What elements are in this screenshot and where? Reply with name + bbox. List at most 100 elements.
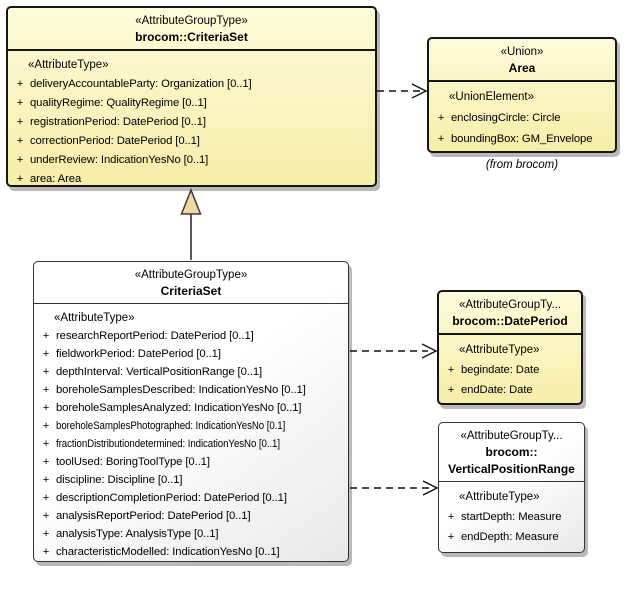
visibility-plus: + (42, 456, 50, 468)
class-header: «AttributeGroupTy... brocom:: VerticalPo… (439, 423, 584, 482)
dependency-arrow-area[interactable] (377, 83, 428, 99)
section-label: «AttributeType» (459, 344, 540, 356)
attribute-row: + fieldworkPeriod: DatePeriod [0..1] (36, 345, 346, 363)
attribute-row: + area: Area (10, 170, 373, 189)
attribute-text: endDate: Date (461, 384, 533, 396)
visibility-plus: + (42, 474, 50, 486)
attribute-row: + boreholeSamplesDescribed: IndicationYes… (36, 381, 346, 399)
dependency-arrow-verticalpositionrange[interactable] (350, 480, 439, 496)
attribute-list: + researchReportPeriod: DatePeriod [0..1]… (36, 327, 346, 561)
attribute-text: boreholeSamplesPhotographed: IndicationY… (56, 420, 286, 432)
dependency-arrow-dateperiod[interactable] (350, 343, 438, 359)
attribute-row: + correctionPeriod: DatePeriod [0..1] (10, 132, 373, 151)
attribute-text: enclosingCircle: Circle (451, 112, 561, 124)
attribute-row: +registrationPeriod: DatePeriod [0..1] (10, 113, 373, 132)
attribute-row: + endDate: Date (441, 380, 579, 400)
visibility-plus: + (16, 154, 24, 166)
attribute-text: fieldworkPeriod: DatePeriod [0..1] (56, 348, 221, 360)
stereotype-label: «AttributeGroupTy... (460, 430, 563, 442)
attribute-text: analysisReportPeriod: DatePeriod [0..1] (56, 510, 251, 522)
attribute-text: qualityRegime: QualityRegime [0..1] (30, 97, 207, 109)
visibility-plus: + (42, 528, 50, 540)
visibility-plus: + (42, 402, 50, 414)
visibility-plus: + (42, 330, 50, 342)
stereotype-label: «AttributeGroupType» (134, 269, 248, 281)
visibility-plus: + (16, 173, 24, 185)
attribute-text: fractionDistributiondetermined: Indicati… (56, 438, 280, 450)
class-title-line2: VerticalPositionRange (448, 462, 575, 476)
visibility-plus: + (16, 97, 24, 109)
visibility-plus: + (16, 78, 24, 90)
visibility-plus: + (16, 135, 24, 147)
attribute-row: +boundingBox: GM_Envelope (431, 129, 613, 150)
class-title: brocom::CriteriaSet (135, 30, 248, 44)
attribute-text: boreholeSamplesDescribed: IndicationYesN… (56, 384, 306, 396)
class-header: «AttributeGroupType» CriteriaSet (34, 262, 348, 304)
visibility-plus: + (437, 133, 445, 145)
attribute-text: discipline: Discipline [0..1] (56, 474, 183, 486)
attribute-row: + begindate: Date (441, 360, 579, 380)
attribute-text: characteristicModelled: IndicationYesNo … (56, 546, 280, 558)
attribute-row: + researchReportPeriod: DatePeriod [0..1] (36, 327, 346, 345)
visibility-plus: + (42, 366, 50, 378)
class-title: brocom::DatePeriod (452, 314, 568, 328)
visibility-plus: + (42, 546, 50, 558)
attribute-list: + enclosingCircle: Circle +boundingBox: GM… (431, 108, 613, 150)
attribute-text: correctionPeriod: DatePeriod [0..1] (30, 135, 200, 147)
attribute-text: begindate: Date (461, 364, 540, 376)
class-box-criteriaset[interactable]: «AttributeGroupType» CriteriaSet «Attrib… (33, 261, 349, 562)
visibility-plus: + (16, 116, 24, 128)
visibility-plus: + (447, 384, 455, 396)
attribute-row: + underReview: IndicationYesNo [0..1] (10, 151, 373, 170)
visibility-plus: + (42, 348, 50, 360)
attribute-row: + discipline: Discipline [0..1] (36, 471, 346, 489)
attribute-list: + startDepth: Measure + endDepth: Measure (441, 507, 582, 547)
visibility-plus: + (447, 531, 455, 543)
attribute-row: + endDepth: Measure (441, 527, 582, 547)
class-box-brocom-criteriaset[interactable]: «AttributeGroupType» brocom::CriteriaSet… (6, 6, 377, 187)
attribute-text: endDepth: Measure (461, 531, 559, 543)
attribute-text: underReview: IndicationYesNo [0..1] (30, 154, 209, 166)
attribute-text: area: Area (30, 173, 82, 185)
class-header: «AttributeGroupTy... brocom::DatePeriod (439, 292, 581, 335)
class-title: Area (508, 61, 536, 75)
visibility-plus: + (42, 384, 50, 396)
attribute-text: descriptionCompletionPeriod: DatePeriod … (56, 492, 287, 504)
stereotype-label: «AttributeGroupType» (135, 15, 248, 27)
attribute-list: + deliveryAccountableParty: Organization … (10, 75, 373, 189)
class-box-brocom-verticalpositionrange[interactable]: «AttributeGroupTy... brocom:: VerticalPo… (438, 422, 585, 553)
class-header: «Union» Area (429, 39, 615, 82)
visibility-plus: + (42, 420, 50, 432)
attribute-text: deliveryAccountableParty: Organization [… (30, 78, 252, 90)
attribute-row: + boreholeSamplesPhotographed: Indication… (36, 417, 346, 435)
section-label: «AttributeType» (459, 491, 540, 503)
section-label: «AttributeType» (28, 59, 109, 71)
from-package-caption: (from brocom) (485, 159, 559, 171)
attribute-row: + depthInterval: VerticalPositionRange [0… (36, 363, 346, 381)
visibility-plus: + (42, 510, 50, 522)
attribute-row: +fractionDistributiondetermined: Indicat… (36, 435, 346, 453)
stereotype-label: «Union» (500, 46, 544, 58)
attribute-text: startDepth: Measure (461, 511, 562, 523)
section-label: «UnionElement» (449, 91, 535, 103)
class-header: «AttributeGroupType» brocom::CriteriaSet (8, 8, 375, 51)
attribute-row: +toolUsed: BoringToolType [0..1] (36, 453, 346, 471)
attribute-text: boreholeSamplesAnalyzed: IndicationYesNo… (56, 402, 302, 414)
attribute-list: + begindate: Date + endDate: Date (441, 360, 579, 400)
visibility-plus: + (42, 492, 50, 504)
attribute-text: depthInterval: VerticalPositionRange [0.… (56, 366, 263, 378)
attribute-text: analysisType: AnalysisType [0..1] (56, 528, 219, 540)
visibility-plus: + (447, 364, 455, 376)
attribute-compartment: «AttributeType» + researchReportPeriod: D… (34, 304, 348, 563)
class-box-area[interactable]: «Union» Area «UnionElement» + enclosingCi… (427, 37, 617, 153)
attribute-text: researchReportPeriod: DatePeriod [0..1] (56, 330, 254, 342)
class-title-line1: brocom:: (485, 445, 538, 459)
attribute-row: + qualityRegime: QualityRegime [0..1] (10, 94, 373, 113)
section-label: «AttributeType» (54, 312, 135, 324)
visibility-plus: + (437, 112, 445, 124)
generalization-arrow[interactable] (180, 187, 202, 260)
class-box-brocom-dateperiod[interactable]: «AttributeGroupTy... brocom::DatePeriod … (437, 290, 583, 405)
attribute-row: + boreholeSamplesAnalyzed: IndicationYesN… (36, 399, 346, 417)
class-title: CriteriaSet (160, 284, 222, 298)
attribute-compartment: «AttributeType» + startDepth: Measure + end… (439, 482, 584, 549)
